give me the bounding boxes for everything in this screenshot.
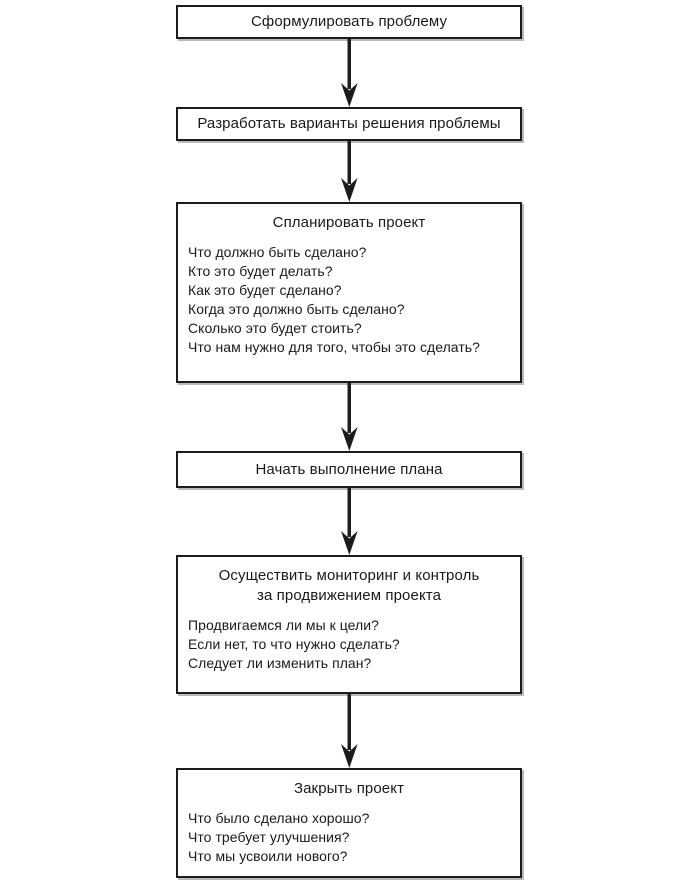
list-item: Что мы усвоили нового? [188,848,348,864]
node-title: Закрыть проект [178,779,520,799]
list-item: Что должно быть сделано? [188,244,367,260]
list-item: Если нет, то что нужно сделать? [188,636,400,652]
down-arrow-icon [341,39,358,107]
connector-arrow-2 [0,141,699,202]
list-item: Кто это будет делать? [188,263,333,279]
node-title-line: Начать выполнение плана [255,460,443,478]
down-arrow-icon [341,488,358,555]
node-title-line: за продвижением проекта [256,587,442,604]
node-title: Сформулировать проблему [178,12,520,32]
connector-arrow-1 [0,39,699,107]
down-arrow-icon [341,383,358,451]
flowchart-node-start-plan-execution: Начать выполнение плана [176,451,522,488]
node-title: Начать выполнение плана [178,460,520,480]
list-item: Сколько это будет стоить? [188,320,362,336]
flowchart-node-formulate-problem: Сформулировать проблему [176,5,522,39]
node-title: Осуществить мониторинг и контроль за про… [178,566,520,606]
flowchart-node-plan-project: Спланировать проект Что должно быть сдел… [176,202,522,383]
flowchart-node-develop-solution-options: Разработать варианты решения проблемы [176,107,522,141]
list-item: Как это будет сделано? [188,282,342,298]
node-title-line: Закрыть проект [293,780,405,797]
node-title-line: Осуществить мониторинг и контроль [218,567,480,584]
node-title-line: Сформулировать проблему [250,13,448,30]
list-item: Что требует улучшения? [188,829,350,845]
flowchart-node-close-project: Закрыть проект Что было сделано хорошо? … [176,768,522,878]
flowchart-node-monitor-and-control: Осуществить мониторинг и контроль за про… [176,555,522,694]
node-title-line: Разработать варианты решения проблемы [197,115,501,132]
node-question-list: Что должно быть сделано? Кто это будет д… [178,243,520,357]
node-title: Спланировать проект [178,213,520,233]
list-item: Что нам нужно для того, чтобы это сделат… [188,339,480,355]
node-title: Разработать варианты решения проблемы [178,114,520,134]
down-arrow-icon [341,141,358,202]
node-question-list: Продвигаемся ли мы к цели? Если нет, то … [178,616,520,673]
list-item: Что было сделано хорошо? [188,810,370,826]
list-item: Продвигаемся ли мы к цели? [188,617,379,633]
node-title-line: Спланировать проект [272,214,426,231]
connector-arrow-4 [0,488,699,555]
node-question-list: Что было сделано хорошо? Что требует улу… [178,809,520,866]
connector-arrow-3 [0,383,699,451]
list-item: Когда это должно быть сделано? [188,301,405,317]
down-arrow-icon [341,694,358,768]
list-item: Следует ли изменить план? [188,655,372,671]
connector-arrow-5 [0,694,699,768]
